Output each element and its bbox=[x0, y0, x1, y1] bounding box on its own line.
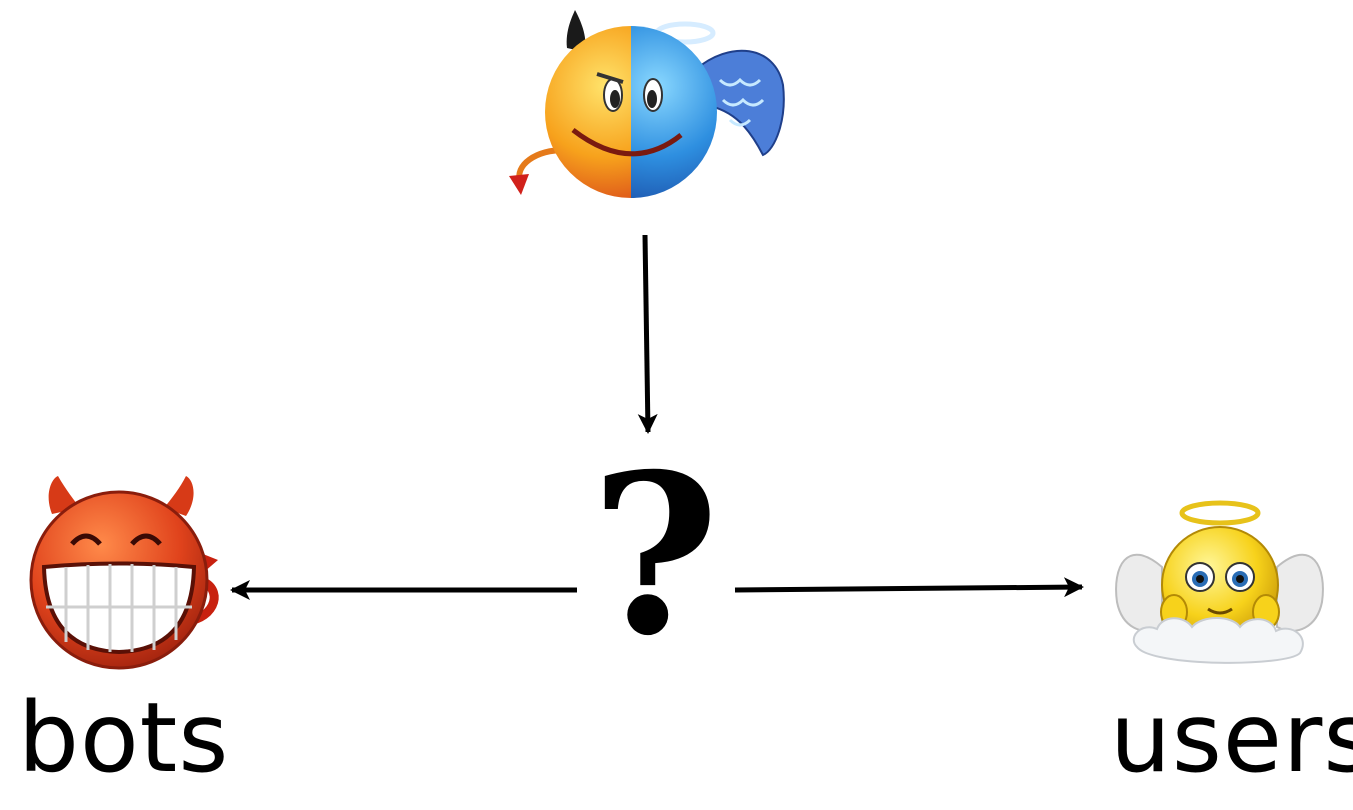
half-devil-half-angel-face-icon bbox=[495, 0, 805, 226]
angel-face-on-cloud-icon bbox=[1112, 497, 1327, 679]
arrow-down bbox=[637, 234, 658, 434]
bots-label: bots bbox=[18, 682, 230, 794]
users-label: users bbox=[1110, 682, 1353, 794]
grinning-devil-icon bbox=[14, 472, 234, 676]
arrow-to-users bbox=[734, 577, 1084, 598]
question-mark: ? bbox=[590, 425, 720, 684]
